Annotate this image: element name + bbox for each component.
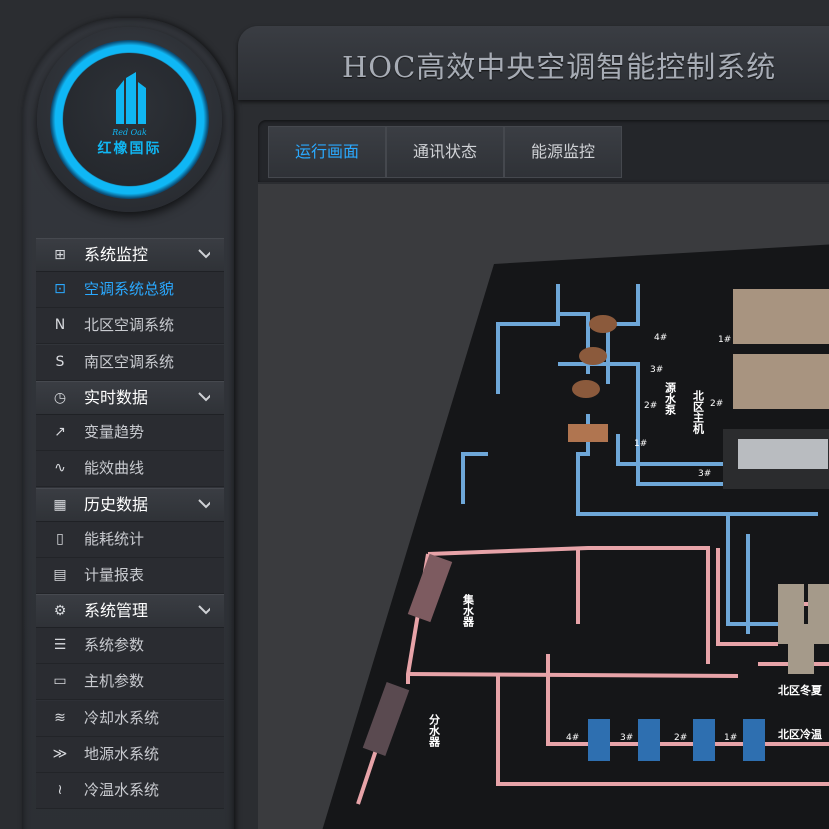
trend-icon: ↗ — [54, 423, 66, 440]
menu-item-11[interactable]: ☰ 系统参数 — [36, 628, 224, 665]
heat-icon: ≀ — [57, 782, 63, 799]
hvac-diagram: 源水泵 北区主机 集水器 分水器 北区冬夏 北区冷温 4# 3# 2# 1# 1… — [322, 244, 829, 829]
system-diagram-canvas: 源水泵 北区主机 集水器 分水器 北区冬夏 北区冷温 4# 3# 2# 1# 1… — [258, 184, 829, 829]
menu-label: 冷温水系统 — [84, 781, 160, 800]
menu-label: 北区空调系统 — [84, 316, 175, 335]
chevron-down-icon — [198, 498, 210, 508]
menu-group-0[interactable]: ⊞ 系统监控 — [36, 238, 224, 272]
bottom-pump-number: 1# — [724, 733, 737, 743]
logo-chinese-text: 红橡国际 — [97, 141, 162, 157]
overview-icon: ⊡ — [54, 281, 66, 297]
s-letter-icon: S — [55, 353, 65, 370]
source-pumps — [568, 315, 617, 442]
monitor-icon: ⊞ — [54, 247, 66, 263]
north-host-label: 北区主机 — [692, 389, 705, 435]
collector-label: 集水器 — [462, 593, 476, 628]
host-number: 3# — [698, 469, 711, 479]
menu-item-13[interactable]: ≋ 冷却水系统 — [36, 700, 224, 737]
menu-label: 地源水系统 — [84, 745, 160, 763]
menu-item-9[interactable]: ▤ 计量报表 — [36, 557, 224, 594]
flow-icon: ≫ — [52, 746, 68, 762]
menu-label: 变量趋势 — [84, 422, 145, 441]
menu-item-3[interactable]: S 南区空调系统 — [36, 344, 224, 381]
menu-item-14[interactable]: ≫ 地源水系统 — [36, 737, 224, 773]
params-icon: ☰ — [53, 637, 67, 654]
chevron-down-icon — [198, 392, 210, 402]
menu-group-7[interactable]: ▦ 历史数据 — [36, 487, 224, 522]
menu-label: 能耗统计 — [84, 529, 145, 548]
source-pump-number: 1# — [634, 439, 647, 449]
chevron-down-icon — [198, 249, 210, 259]
menu-item-2[interactable]: N 北区空调系统 — [36, 308, 224, 345]
menu-label: 实时数据 — [84, 387, 149, 407]
north-cold-label: 北区冷温 — [778, 727, 822, 741]
diagram-floor — [322, 244, 829, 829]
chevron-down-icon — [198, 605, 210, 615]
wave-icon: ≋ — [54, 709, 66, 726]
menu-item-1[interactable]: ⊡ 空调系统总貌 — [36, 272, 224, 308]
tab-communication-status[interactable]: 通讯状态 — [386, 126, 504, 178]
pink-pipes — [356, 546, 829, 805]
menu-label: 历史数据 — [84, 494, 149, 514]
report-icon: ▤ — [53, 566, 67, 583]
water-tanks — [778, 584, 829, 674]
gear-icon: ⚙ — [53, 603, 67, 620]
document-icon: ▯ — [56, 530, 64, 547]
menu-group-4[interactable]: ◷ 实时数据 — [36, 380, 224, 415]
menu-label: 系统参数 — [84, 636, 145, 655]
bottom-pump-number: 4# — [566, 733, 579, 743]
manifolds — [362, 553, 453, 756]
logo-english-text: Red Oak — [112, 128, 147, 137]
menu-item-5[interactable]: ↗ 变量趋势 — [36, 414, 224, 451]
menu-label: 冷却水系统 — [84, 708, 160, 727]
page-title: HOC高效中央空调智能控制系统 — [342, 50, 777, 84]
north-hosts — [723, 289, 829, 489]
source-pump-number: 4# — [654, 333, 667, 343]
menu-item-12[interactable]: ▭ 主机参数 — [36, 664, 224, 701]
source-pump-number: 2# — [644, 401, 657, 411]
menu-item-6[interactable]: ∿ 能效曲线 — [36, 451, 224, 488]
menu-item-15[interactable]: ≀ 冷温水系统 — [36, 773, 224, 810]
clock-icon: ◷ — [53, 389, 67, 406]
menu-group-10[interactable]: ⚙ 系统管理 — [36, 594, 224, 629]
tab-running-view[interactable]: 运行画面 — [268, 126, 386, 178]
menu-label: 空调系统总貌 — [84, 280, 175, 298]
menu-item-8[interactable]: ▯ 能耗统计 — [36, 521, 224, 558]
host-number: 1# — [718, 335, 731, 345]
source-pump-label: 源水泵 — [664, 381, 677, 416]
menu-label: 主机参数 — [84, 672, 145, 691]
n-letter-icon: N — [54, 317, 66, 334]
menu-label: 系统监控 — [84, 245, 149, 264]
menu-label: 能效曲线 — [84, 459, 145, 478]
bottom-pump-number: 3# — [620, 733, 633, 743]
building-logo-icon — [116, 72, 146, 124]
tab-energy-monitor[interactable]: 能源监控 — [504, 126, 622, 178]
host-number: 2# — [710, 399, 723, 409]
header-bar — [238, 26, 829, 100]
menu-label: 系统管理 — [84, 601, 149, 621]
source-pump-number: 3# — [650, 365, 663, 375]
calendar-icon: ▦ — [53, 496, 67, 513]
divider-label: 分水器 — [428, 713, 442, 748]
menu-label: 南区空调系统 — [84, 352, 175, 371]
north-winter-label: 北区冬夏 — [778, 683, 823, 697]
bottom-pumps — [588, 719, 765, 761]
bottom-pump-number: 2# — [674, 733, 687, 743]
curve-icon: ∿ — [54, 460, 66, 477]
computer-icon: ▭ — [53, 673, 67, 690]
menu-label: 计量报表 — [84, 565, 145, 584]
